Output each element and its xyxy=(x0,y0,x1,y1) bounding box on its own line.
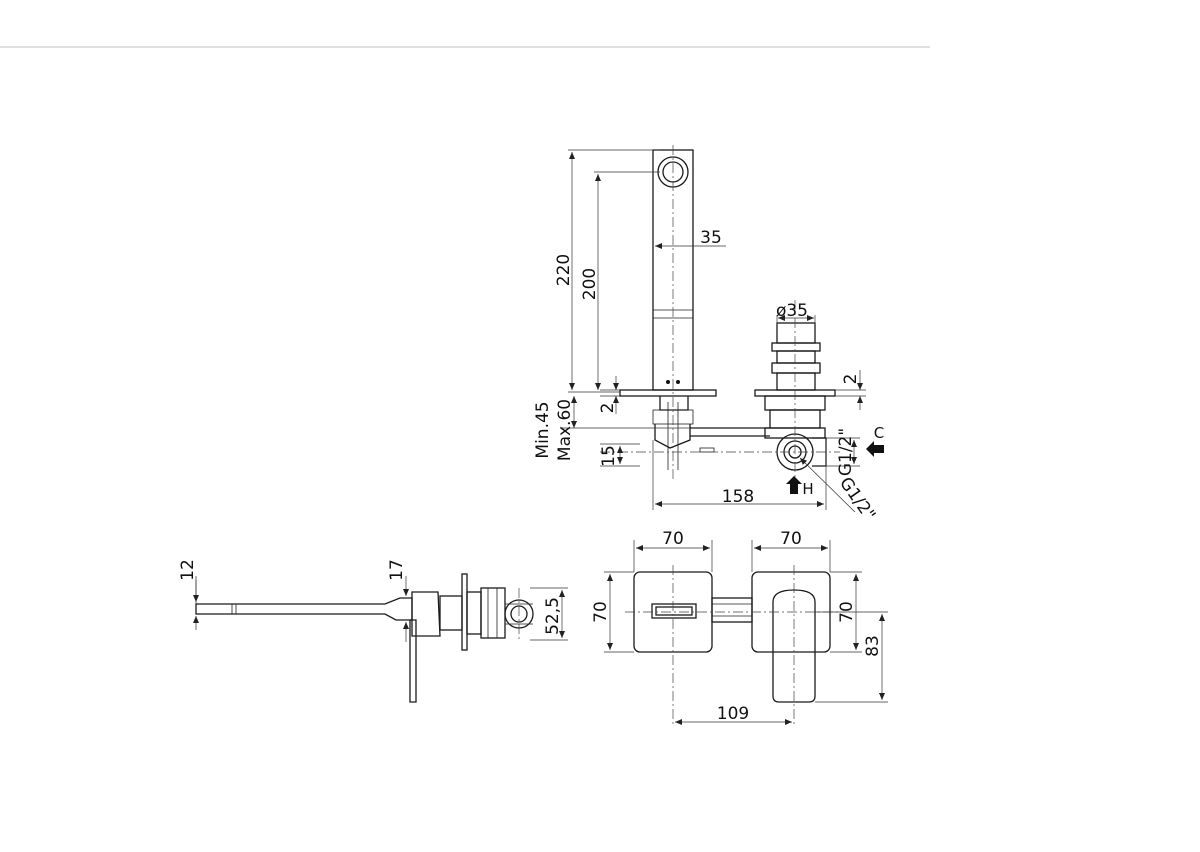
dim-2-left: 2 xyxy=(598,403,618,414)
dim-12: 12 xyxy=(178,559,198,581)
dim-70-right: 70 xyxy=(837,601,857,623)
top-view xyxy=(560,145,884,513)
front-view xyxy=(604,540,888,725)
side-handle xyxy=(411,591,441,637)
dim-109: 109 xyxy=(717,704,749,724)
dim-dia-35: ø35 xyxy=(776,301,808,321)
front-outlet-slot xyxy=(651,603,697,619)
dim-52-5: 52,5 xyxy=(543,597,563,635)
hot-inlet-arrow xyxy=(786,476,802,494)
dim-2-right: 2 xyxy=(841,374,861,385)
mixer-cartridge xyxy=(776,322,816,344)
spout-plate xyxy=(619,389,717,397)
cold-inlet-arrow xyxy=(866,441,884,457)
dim-15: 15 xyxy=(599,445,619,467)
dim-158: 158 xyxy=(722,487,754,507)
front-connector xyxy=(711,597,753,623)
label-h: H xyxy=(802,480,813,498)
dim-17: 17 xyxy=(387,559,407,581)
dim-70-left: 70 xyxy=(591,601,611,623)
label-c: C xyxy=(874,424,884,442)
dim-70-top-left: 70 xyxy=(662,529,684,549)
dim-35: 35 xyxy=(700,228,722,248)
front-handle xyxy=(772,589,816,703)
dim-70-top-right: 70 xyxy=(780,529,802,549)
dim-min45: Min.45 xyxy=(533,401,553,458)
dim-200: 200 xyxy=(580,268,600,300)
dim-220: 220 xyxy=(554,254,574,286)
side-view xyxy=(193,573,568,703)
dim-max60: Max.60 xyxy=(555,399,575,461)
dim-g12-right: G1/2" xyxy=(836,428,856,476)
side-spout xyxy=(195,597,413,621)
dim-83: 83 xyxy=(863,635,883,657)
